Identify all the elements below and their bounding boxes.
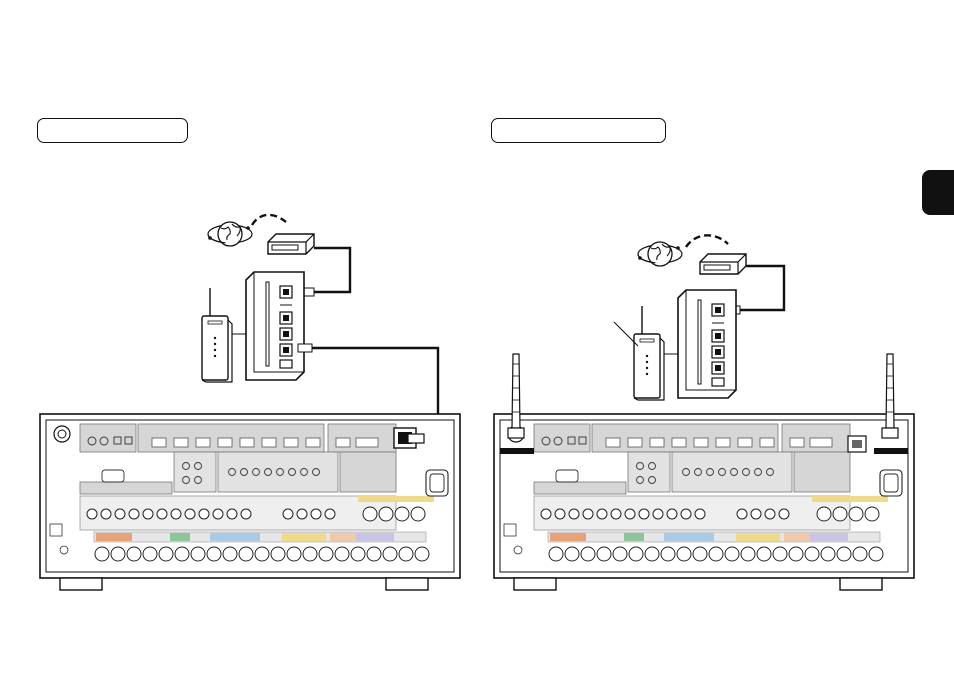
hub-icon bbox=[677, 289, 737, 399]
wireless-setup bbox=[493, 234, 915, 591]
modem-icon bbox=[267, 233, 315, 255]
modem-cable bbox=[306, 246, 352, 294]
setup-label-wireless bbox=[491, 118, 666, 143]
router-icon bbox=[201, 287, 233, 383]
hub-icon bbox=[245, 271, 305, 381]
wired-setup bbox=[39, 213, 461, 591]
modem-cable bbox=[734, 264, 786, 312]
antenna-port-label bbox=[500, 448, 534, 454]
cable-plug bbox=[297, 343, 313, 353]
section-tab bbox=[922, 170, 954, 215]
callout-line bbox=[613, 321, 639, 347]
antenna-port-label bbox=[874, 448, 908, 454]
modem-icon bbox=[699, 253, 747, 275]
wireless-router-icon bbox=[633, 305, 665, 401]
globe-icon bbox=[207, 221, 253, 247]
internet-link bbox=[250, 213, 287, 226]
globe-icon bbox=[637, 241, 683, 267]
internet-link bbox=[685, 234, 729, 248]
setup-label-wired bbox=[37, 118, 188, 143]
